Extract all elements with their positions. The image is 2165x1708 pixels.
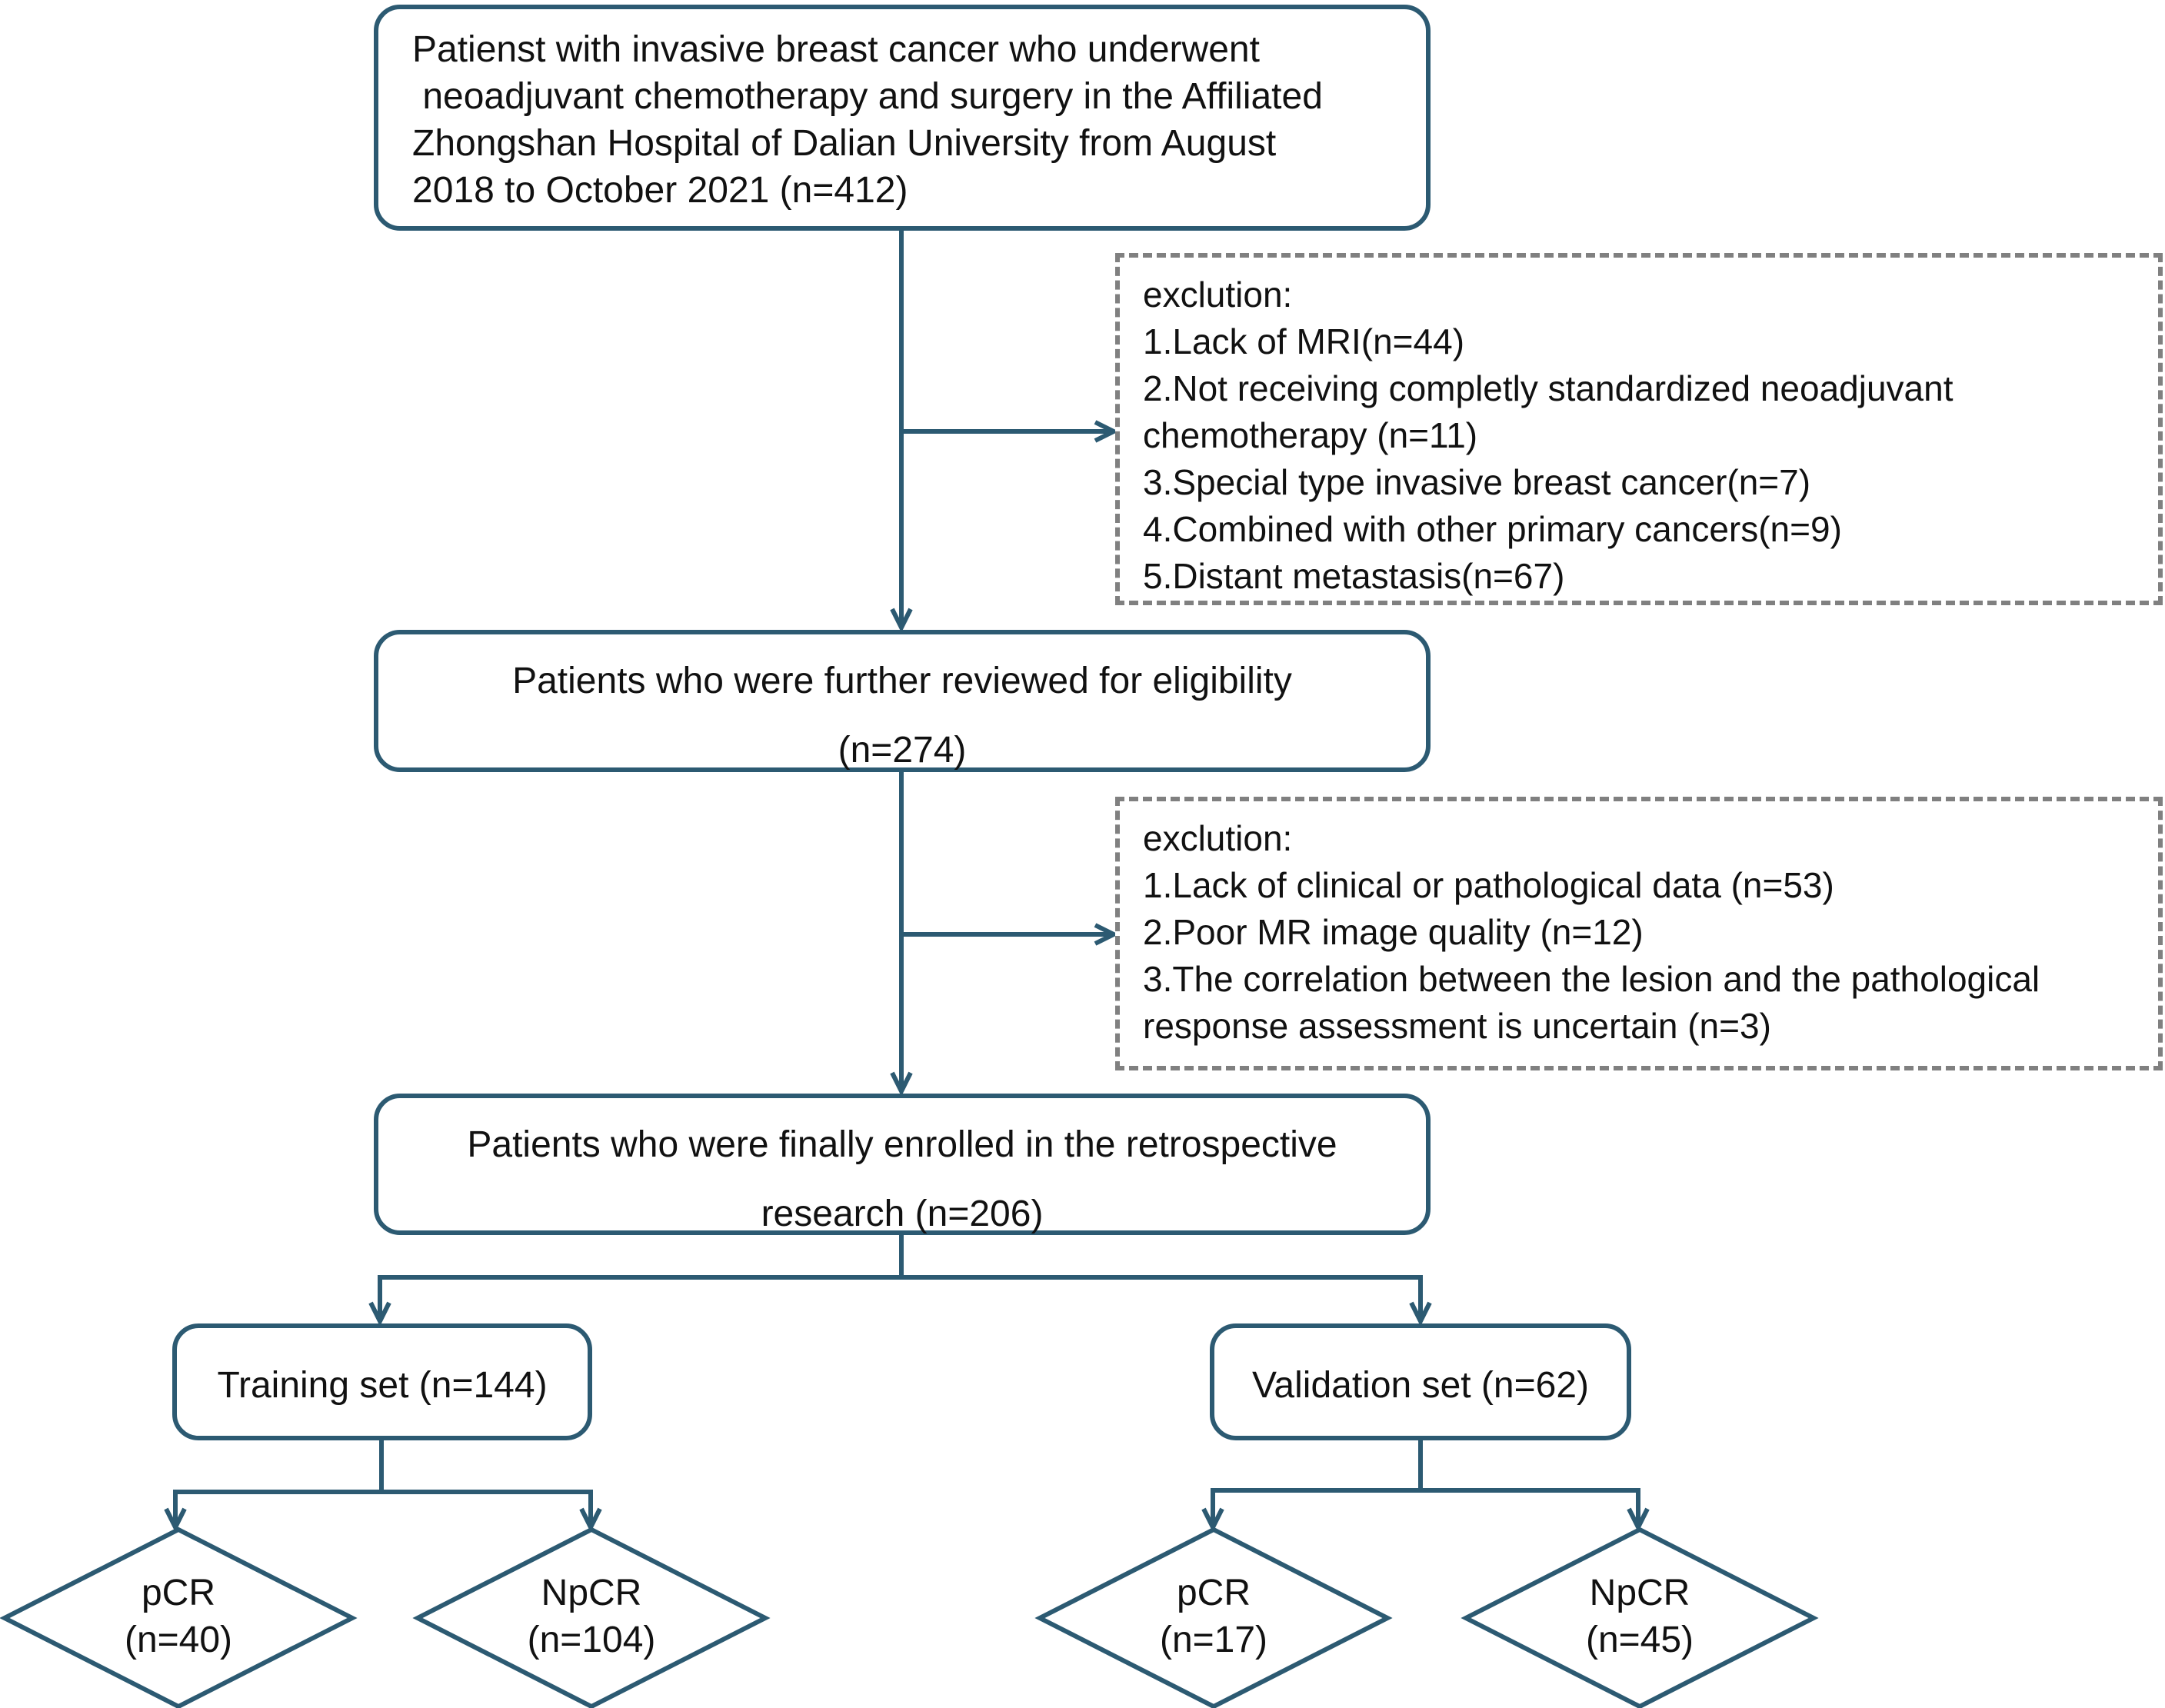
diamond-training-npcr <box>412 1527 771 1708</box>
training-pcr-count: (n=40) <box>124 1620 233 1660</box>
label-training-npcr: NpCR (n=104) <box>476 1570 707 1663</box>
split-enrolled <box>380 1235 904 1321</box>
exclusion1-item-1: 1.Lack of MRI(n=44) <box>1143 321 1465 361</box>
validation-npcr-name: NpCR <box>1589 1573 1690 1613</box>
exclusion2-heading: exclution: <box>1143 818 1293 858</box>
reviewed-line-1: Patients who were further reviewed for e… <box>512 661 1292 701</box>
box-enrolled: Patients who were finally enrolled in th… <box>374 1094 1431 1235</box>
validation-pcr-name: pCR <box>1176 1573 1251 1613</box>
exclusion1-item-5: 4.Combined with other primary cancers(n=… <box>1143 509 1842 549</box>
box-initial-population: Patienst with invasive breast cancer who… <box>374 5 1431 231</box>
split-validation-right <box>1421 1488 1638 1527</box>
exclusion1-item-4: 3.Special type invasive breast cancer(n=… <box>1143 462 1811 502</box>
diamond-validation-pcr <box>1034 1527 1393 1708</box>
validation-label: Validation set (n=62) <box>1251 1365 1590 1406</box>
diamond-training-pcr <box>0 1527 358 1708</box>
enrolled-line-1: Patients who were finally enrolled in th… <box>467 1124 1337 1165</box>
initial-line-1: Patienst with invasive breast cancer who… <box>412 29 1260 70</box>
split-training-right <box>381 1490 591 1527</box>
initial-line-4: 2018 to October 2021 (n=412) <box>412 170 908 211</box>
validation-pcr-count: (n=17) <box>1159 1620 1268 1660</box>
exclusion1-item-2: 2.Not receiving completly standardized n… <box>1143 368 1953 408</box>
exclusion2-item-1: 1.Lack of clinical or pathological data … <box>1143 865 1834 905</box>
validation-npcr-count: (n=45) <box>1585 1620 1694 1660</box>
training-label: Training set (n=144) <box>217 1365 548 1406</box>
exclusion1-heading: exclution: <box>1143 275 1293 315</box>
box-exclusion-1: exclution: 1.Lack of MRI(n=44) 2.Not rec… <box>1115 253 2163 605</box>
initial-line-3: Zhongshan Hospital of Dalian University … <box>412 123 1277 164</box>
exclusion1-item-6: 5.Distant metastasis(n=67) <box>1143 556 1565 596</box>
split-training-left <box>175 1440 384 1527</box>
reviewed-line-2: (n=274) <box>838 730 967 771</box>
label-validation-npcr: NpCR (n=45) <box>1524 1570 1755 1663</box>
exclusion2-item-3: 3.The correlation between the lesion and… <box>1143 959 2040 999</box>
split-validation-left <box>1213 1440 1423 1527</box>
training-npcr-name: NpCR <box>541 1573 642 1613</box>
box-training-set: Training set (n=144) <box>172 1323 592 1440</box>
exclusion2-item-4: response assessment is uncertain (n=3) <box>1143 1006 1771 1046</box>
label-validation-pcr: pCR (n=17) <box>1098 1570 1329 1663</box>
training-pcr-name: pCR <box>141 1573 216 1613</box>
exclusion2-item-2: 2.Poor MR image quality (n=12) <box>1143 912 1644 952</box>
label-training-pcr: pCR (n=40) <box>63 1570 294 1663</box>
training-npcr-count: (n=104) <box>527 1620 656 1660</box>
box-reviewed-eligibility: Patients who were further reviewed for e… <box>374 630 1431 772</box>
diamond-validation-npcr <box>1461 1527 1819 1708</box>
box-exclusion-2: exclution: 1.Lack of clinical or patholo… <box>1115 797 2163 1070</box>
split-enrolled-right <box>901 1275 1421 1321</box>
box-validation-set: Validation set (n=62) <box>1210 1323 1631 1440</box>
exclusion1-item-3: chemotherapy (n=11) <box>1143 415 1478 455</box>
enrolled-line-2: research (n=206) <box>761 1194 1044 1234</box>
initial-line-2: neoadjuvant chemotherapy and surgery in … <box>412 76 1323 117</box>
